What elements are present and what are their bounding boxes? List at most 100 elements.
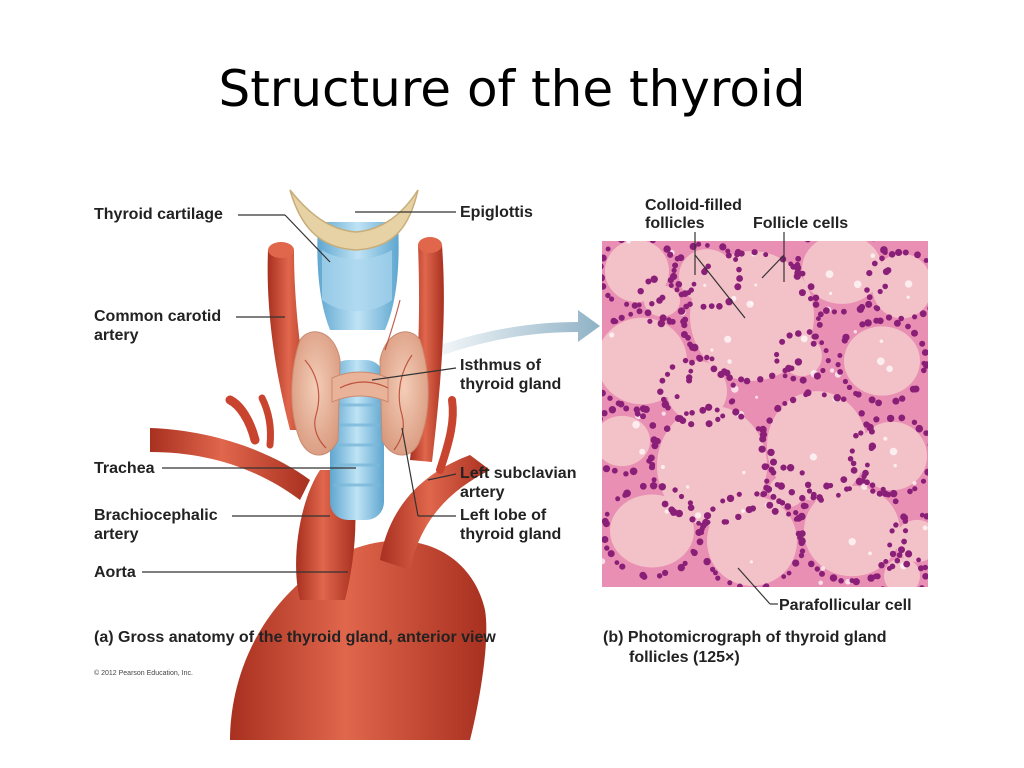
nucleus [602,416,603,422]
nuclei-group [602,241,928,587]
nucleus [922,564,928,571]
nucleus [631,302,639,309]
nucleus [634,410,641,417]
nucleus [640,413,646,420]
nucleus [799,470,805,476]
nucleus [888,251,896,258]
vacuole [639,448,646,455]
nucleus [751,249,758,256]
vacuole [686,485,690,489]
vacuole [741,509,745,513]
nucleus [837,369,843,375]
nucleus [738,250,745,257]
nucleus [645,278,652,285]
nucleus [678,493,685,500]
nucleus [672,262,679,269]
nucleus [877,288,883,295]
nucleus [624,301,630,307]
nucleus [912,486,918,492]
nucleus [675,281,683,288]
nucleus [842,378,848,385]
nucleus [688,368,694,374]
nucleus [727,580,733,586]
vacuole [661,411,666,416]
nucleus [788,261,794,267]
nucleus [909,385,917,393]
nucleus [788,489,795,496]
nucleus [644,309,652,317]
nucleus [657,388,664,395]
nucleus [615,496,621,502]
nucleus [798,289,806,297]
nucleus [805,241,811,243]
nucleus [705,420,713,428]
nucleus [770,493,777,500]
follicle [857,421,927,491]
nucleus [674,287,680,293]
nucleus [704,354,710,361]
nucleus [725,248,731,254]
nucleus [795,255,802,262]
nucleus [649,482,658,490]
vacuole [703,283,707,287]
nucleus [807,283,815,291]
nucleus [846,384,853,391]
nucleus [907,488,913,495]
nucleus [684,411,689,416]
follicle [690,251,814,381]
vacuole [829,291,833,295]
nucleus [672,487,678,493]
nucleus [911,419,918,425]
nucleus [700,522,707,529]
nucleus [764,478,770,484]
nucleus [691,549,698,557]
nucleus [710,365,718,373]
nucleus [614,560,620,565]
nucleus [688,287,694,293]
nucleus [869,482,876,488]
nucleus [605,246,611,252]
nucleus [757,376,764,383]
nucleus [774,351,780,358]
nucleus [682,357,689,364]
nucleus [800,502,808,510]
label-brachiocephalic: Brachiocephalic [94,507,218,524]
vacuole [664,509,669,514]
nucleus [754,491,760,497]
nucleus [921,349,928,356]
nucleus [689,516,696,523]
nucleus [835,362,841,368]
nucleus [893,319,901,327]
vacuole [829,368,835,373]
nucleus [663,425,671,432]
nucleus [803,391,809,398]
caption-a: (a) Gross anatomy of the thyroid gland, … [94,629,496,646]
nucleus [656,573,663,579]
nucleus [651,477,657,483]
nucleus [677,415,684,422]
label-thyroid-cartilage: Thyroid cartilage [94,206,223,223]
nucleus [657,319,665,328]
nucleus [837,353,843,358]
nucleus [758,445,766,453]
nucleus [618,314,625,321]
nucleus [637,288,644,295]
nucleus [604,545,610,551]
nucleus [921,367,927,374]
nucleus [877,317,884,325]
nucleus [850,460,857,467]
nucleus [681,290,689,297]
nucleus [732,409,739,416]
nucleus [723,369,731,377]
nucleus [915,424,924,433]
nucleus [794,358,803,366]
vacuole [626,241,631,244]
vacuole [886,365,893,373]
nucleus [648,464,656,471]
nucleus [646,458,652,464]
nucleus [866,270,873,277]
nucleus [880,586,885,587]
label-isthmus-line2: thyroid gland [460,376,562,393]
nucleus [812,333,819,340]
